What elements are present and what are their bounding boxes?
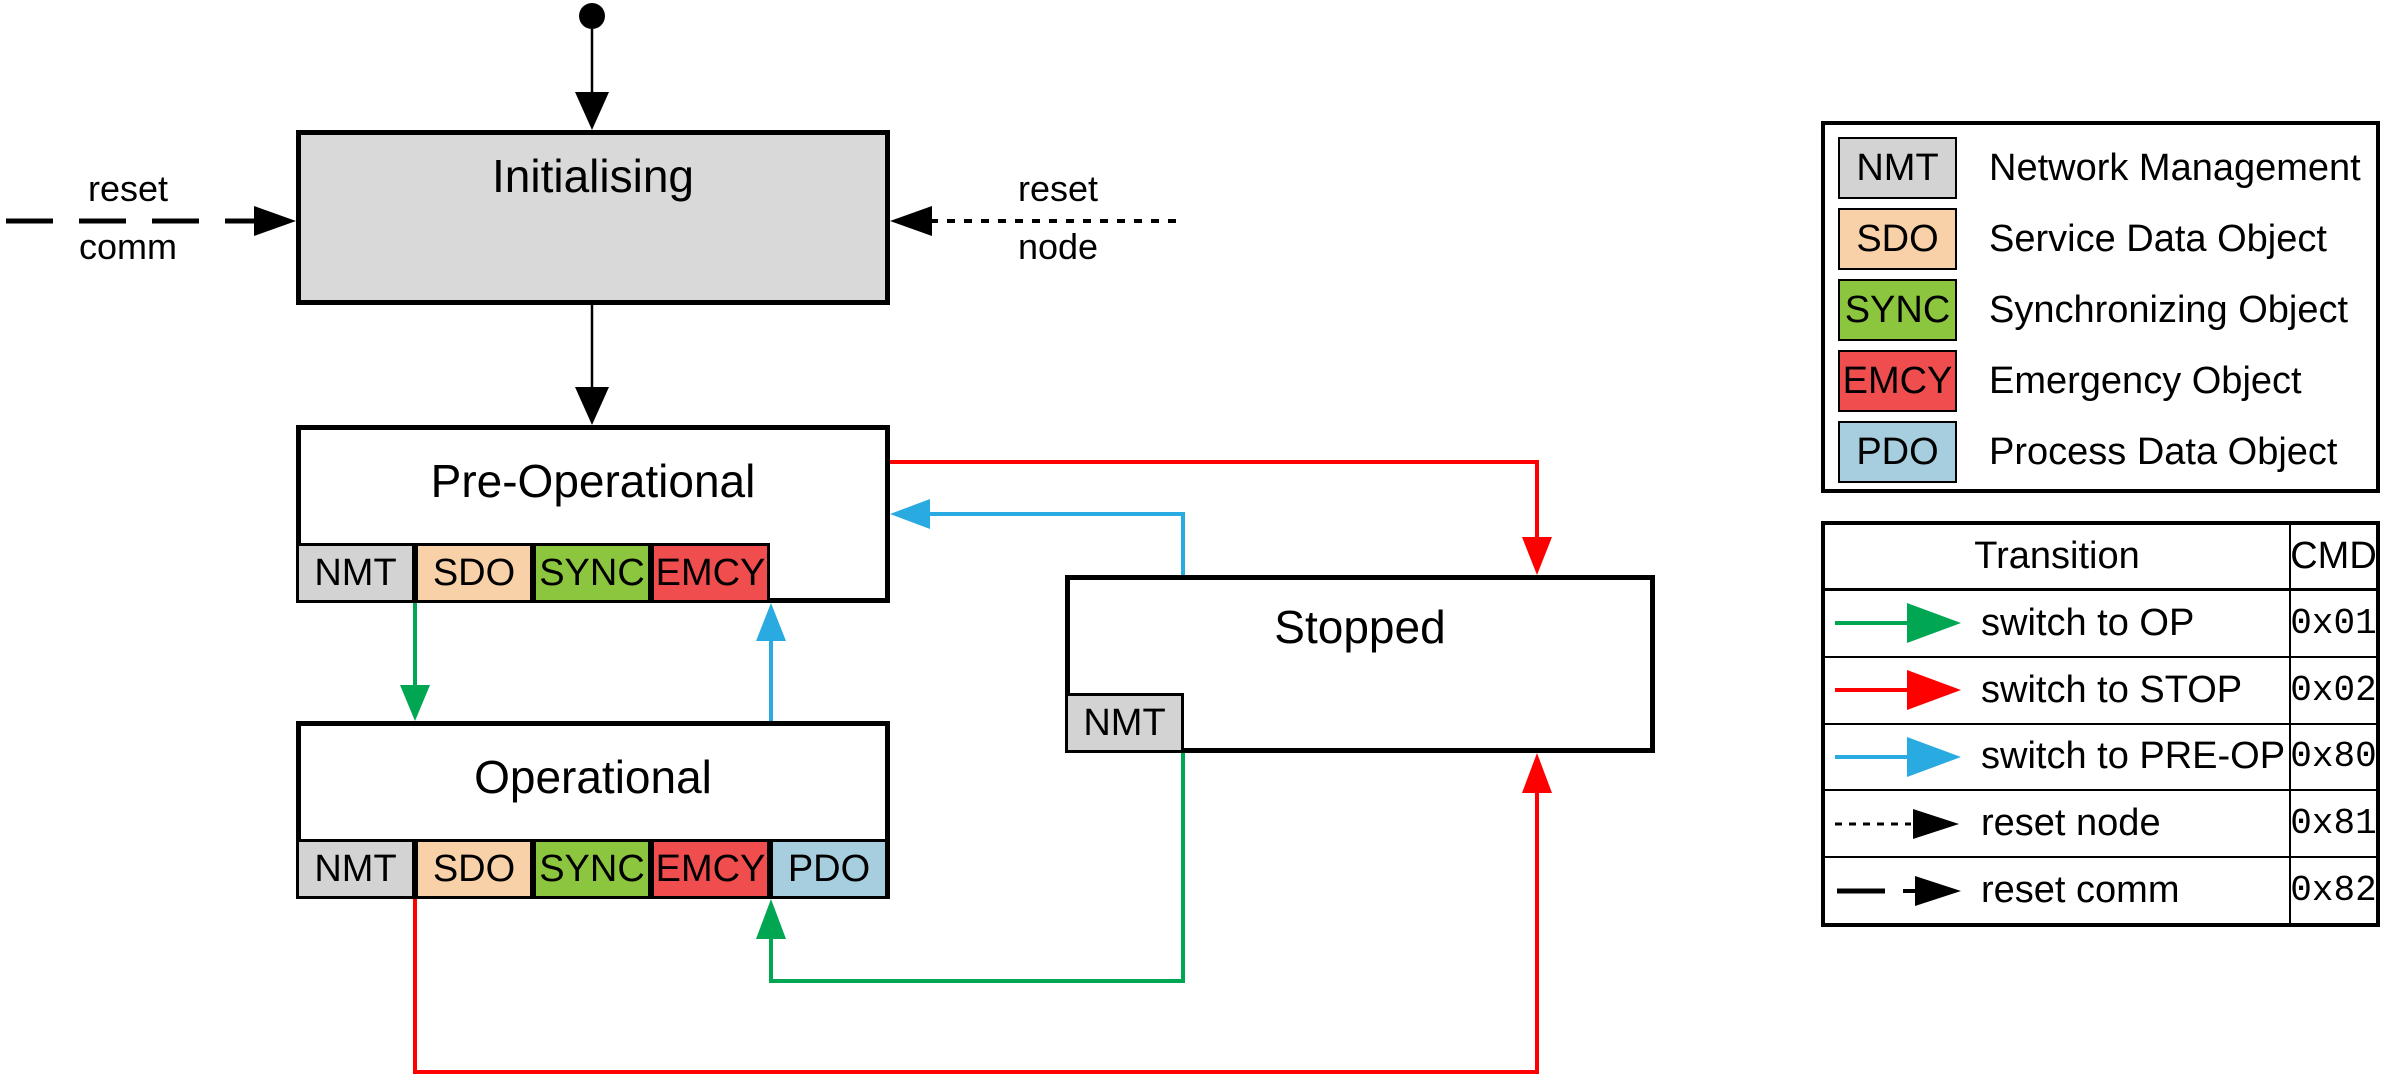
preop-to-stopped-arrowhead-icon — [1522, 537, 1552, 575]
legend-label-emcy: Emergency Object — [1989, 359, 2302, 402]
table-cmd-0x82: 0x82 — [2290, 870, 2377, 912]
legend-label-sdo: Service Data Object — [1989, 217, 2327, 260]
legend-panel: NMT Network Management SDO Service Data … — [1821, 121, 2380, 493]
table-header-row: Transition CMD — [1825, 525, 2377, 591]
legend-chip-pdo: PDO — [1838, 421, 1957, 483]
op-to-preop-arrowhead-icon — [756, 603, 786, 641]
init-to-preop-arrowhead-icon — [575, 387, 609, 425]
stopped-chip-nmt: NMT — [1065, 693, 1184, 753]
table-label-switch-to-op: switch to OP — [1981, 601, 2195, 644]
table-row-reset-node: reset node 0x81 — [1825, 791, 2377, 859]
preop-chip-sdo: SDO — [415, 543, 533, 603]
dashed-arrow-icon — [1837, 875, 1961, 906]
stopped-to-preop-arrowhead-icon — [890, 499, 930, 529]
blue-arrow-icon — [1835, 736, 1961, 777]
reset-comm-label-bottom: comm — [79, 226, 177, 267]
table-label-switch-to-stop: switch to STOP — [1981, 668, 2243, 711]
state-initialising: Initialising — [296, 130, 890, 305]
legend-row-emcy: EMCY Emergency Object — [1838, 350, 2368, 412]
legend-chip-sync: SYNC — [1838, 279, 1957, 341]
table-label-reset-node: reset node — [1981, 802, 2161, 845]
reset-comm-label-top: reset — [87, 168, 169, 209]
table-header-transition: Transition — [1825, 525, 2291, 588]
op-chip-nmt: NMT — [296, 839, 415, 899]
legend-row-pdo: PDO Process Data Object — [1838, 421, 2368, 483]
table-row-switch-to-stop: switch to STOP 0x02 — [1825, 657, 2377, 725]
op-chip-emcy: EMCY — [651, 839, 770, 899]
state-title-pre-operational: Pre-Operational — [430, 455, 756, 507]
preop-to-stopped-line — [890, 460, 1539, 539]
state-title-stopped: Stopped — [1274, 601, 1446, 653]
table-cmd-0x81: 0x81 — [2290, 803, 2377, 845]
op-to-stopped-arrowhead-icon — [1522, 753, 1552, 793]
state-title-operational: Operational — [474, 751, 712, 803]
reset-node-label-bottom: node — [1017, 226, 1099, 267]
legend-label-nmt: Network Management — [1989, 146, 2361, 189]
legend-row-sync: SYNC Synchronizing Object — [1838, 279, 2368, 341]
state-title-initialising: Initialising — [492, 150, 694, 202]
reset-node-arrowhead-icon — [890, 206, 932, 236]
legend-chip-emcy: EMCY — [1838, 350, 1957, 412]
preop-chip-sync: SYNC — [533, 543, 651, 603]
green-arrow-icon — [1835, 603, 1961, 644]
legend-chip-sdo: SDO — [1838, 208, 1957, 270]
red-arrow-icon — [1835, 670, 1961, 711]
table-cmd-0x02: 0x02 — [2290, 669, 2377, 711]
preop-to-op-arrowhead-icon — [400, 685, 430, 721]
stopped-to-op-arrowhead-icon — [756, 899, 786, 939]
table-row-switch-to-preop: switch to PRE-OP 0x80 — [1825, 724, 2377, 792]
table-cmd-0x01: 0x01 — [2290, 602, 2377, 644]
legend-label-pdo: Process Data Object — [1989, 430, 2338, 473]
legend-label-sync: Synchronizing Object — [1989, 288, 2349, 331]
reset-comm-arrowhead-icon — [254, 206, 296, 236]
legend-chip-nmt: NMT — [1838, 137, 1957, 199]
reset-node-label-top: reset — [1017, 168, 1099, 209]
op-chip-sync: SYNC — [533, 839, 651, 899]
op-chip-sdo: SDO — [415, 839, 533, 899]
table-row-switch-to-op: switch to OP 0x01 — [1825, 591, 2377, 658]
legend-row-nmt: NMT Network Management — [1838, 137, 2368, 199]
initial-arrowhead-icon — [575, 92, 609, 130]
table-cmd-0x80: 0x80 — [2290, 736, 2377, 778]
table-header-cmd: CMD — [2290, 535, 2377, 577]
stopped-to-preop-line — [928, 512, 1185, 575]
legend-row-sdo: SDO Service Data Object — [1838, 208, 2368, 270]
table-label-switch-to-preop: switch to PRE-OP — [1981, 735, 2286, 778]
table-row-reset-comm: reset comm 0x82 — [1825, 858, 2377, 923]
table-label-reset-comm: reset comm — [1981, 869, 2180, 912]
initial-state-dot-icon — [579, 3, 605, 29]
preop-chip-emcy: EMCY — [651, 543, 770, 603]
transition-cmd-table: Transition CMD switch to OP 0x01 switch … — [1821, 521, 2380, 927]
dotted-arrow-icon — [1835, 808, 1959, 839]
preop-chip-nmt: NMT — [296, 543, 415, 603]
op-chip-pdo: PDO — [770, 839, 888, 899]
